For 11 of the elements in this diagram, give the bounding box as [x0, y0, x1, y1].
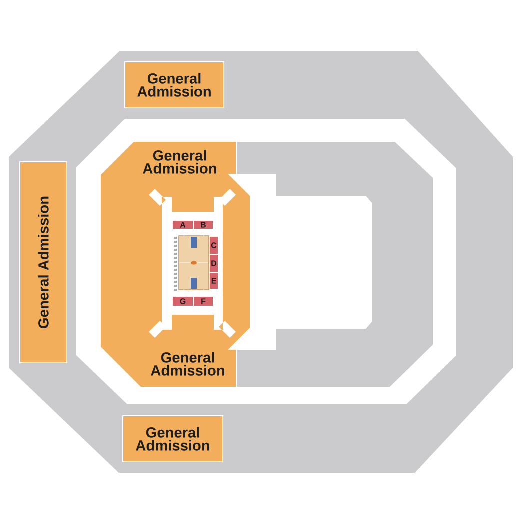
node-label: E — [212, 278, 216, 284]
section-tag: E — [210, 273, 218, 289]
section-box: General Admission — [124, 62, 224, 108]
section-box: General Admission — [122, 416, 224, 462]
section-label: General Admission — [151, 352, 224, 376]
section-label: General Admission — [143, 150, 216, 174]
node-label: C — [211, 242, 217, 248]
section-tag: D — [210, 255, 218, 272]
section-box: General Admission — [20, 162, 68, 364]
section-tag: C — [210, 237, 218, 254]
node-label: D — [212, 260, 217, 266]
